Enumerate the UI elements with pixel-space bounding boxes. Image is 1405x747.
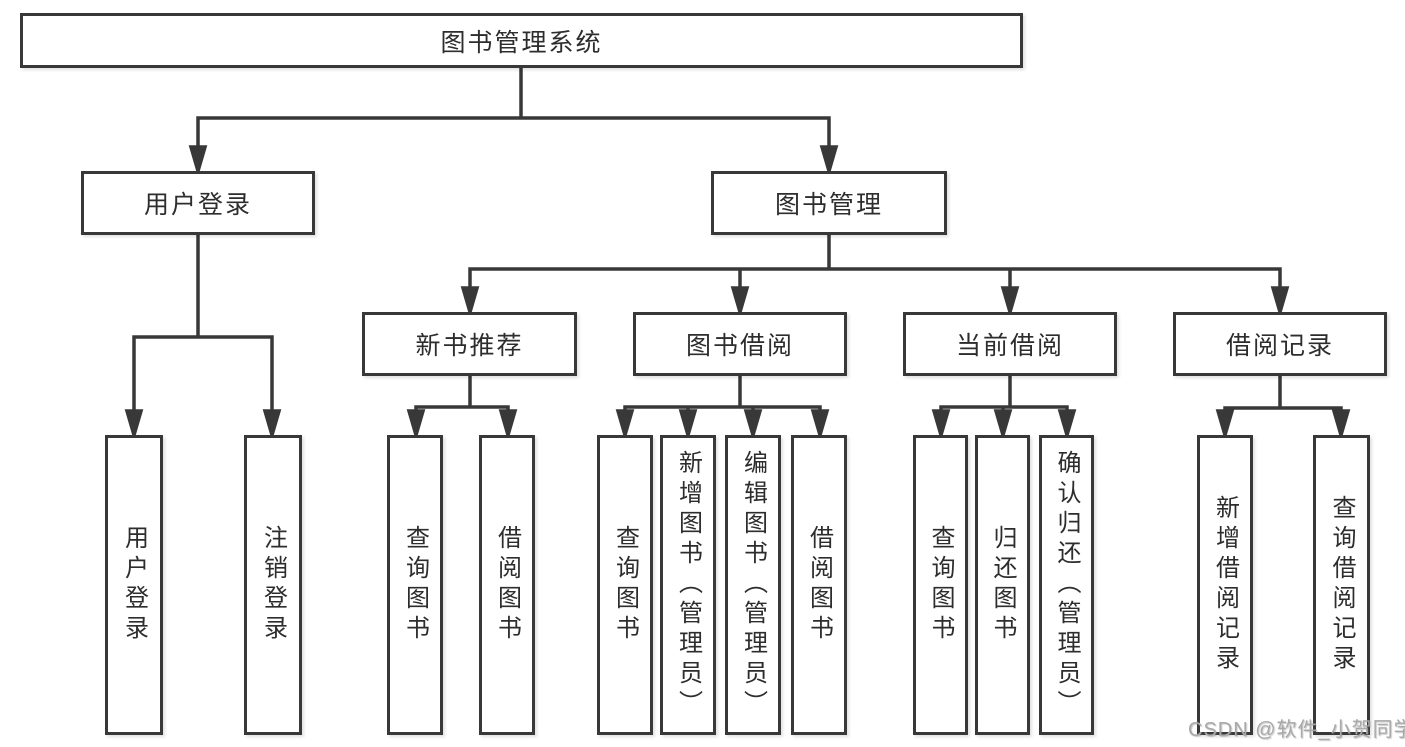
arrowhead-icon — [810, 409, 830, 442]
leaf-borrow-edit-books-admin: 编辑图书（管理员） — [725, 435, 781, 735]
node-root-book-management-system: 图书管理系统 — [20, 13, 1023, 68]
leaf-borrow-query-books: 查询图书 — [597, 435, 653, 735]
arrowhead-icon — [730, 286, 750, 319]
node-current-borrow: 当前借阅 — [903, 312, 1117, 376]
node-user-login: 用户登录 — [81, 171, 315, 235]
node-new-book-recommend: 新书推荐 — [362, 312, 577, 376]
leaf-current-query-books: 查询图书 — [913, 435, 968, 735]
arrowhead-icon — [1057, 409, 1077, 442]
leaf-borrow-borrow-books: 借阅图书 — [791, 435, 847, 735]
arrowhead-icon — [819, 145, 839, 178]
arrowhead-icon — [262, 409, 282, 442]
leaf-current-return-books: 归还图书 — [975, 435, 1030, 735]
connector-new-book-recommend-to-leaves — [406, 376, 518, 442]
connector-book-management-to-level3 — [460, 235, 1290, 319]
leaf-current-confirm-return-admin: 确认归还（管理员） — [1039, 435, 1094, 735]
leaf-records-add-record: 新增借阅记录 — [1197, 435, 1253, 735]
node-borrow-records: 借阅记录 — [1173, 312, 1387, 376]
arrowhead-icon — [743, 409, 763, 442]
node-book-management: 图书管理 — [711, 171, 947, 235]
connector-borrow-records-to-leaves — [1215, 376, 1351, 442]
arrowhead-icon — [1270, 286, 1290, 319]
leaf-recommend-query-books: 查询图书 — [387, 435, 443, 735]
leaf-borrow-add-books-admin: 新增图书（管理员） — [660, 435, 716, 735]
arrowhead-icon — [993, 409, 1013, 442]
csdn-watermark: CSDN @软件_小贺同学 — [1188, 719, 1405, 741]
node-book-borrow: 图书借阅 — [633, 312, 847, 376]
leaf-user-login: 用户登录 — [105, 435, 163, 735]
connector-root-to-level2 — [188, 68, 839, 178]
arrowhead-icon — [615, 409, 635, 442]
arrowhead-icon — [1000, 286, 1020, 319]
arrowhead-icon — [1331, 409, 1351, 442]
leaf-recommend-borrow-books: 借阅图书 — [479, 435, 535, 735]
arrowhead-icon — [1215, 409, 1235, 442]
connector-current-borrow-to-leaves — [931, 376, 1077, 442]
connector-user-login-to-leaves — [124, 235, 282, 442]
arrowhead-icon — [124, 409, 144, 442]
arrowhead-icon — [460, 286, 480, 319]
leaf-logout: 注销登录 — [244, 435, 302, 735]
arrowhead-icon — [931, 409, 951, 442]
connector-book-borrow-to-leaves — [615, 376, 830, 442]
arrowhead-icon — [678, 409, 698, 442]
arrowhead-icon — [498, 409, 518, 442]
leaf-records-query-record: 查询借阅记录 — [1313, 435, 1370, 735]
arrowhead-icon — [406, 409, 426, 442]
arrowhead-icon — [188, 145, 208, 178]
